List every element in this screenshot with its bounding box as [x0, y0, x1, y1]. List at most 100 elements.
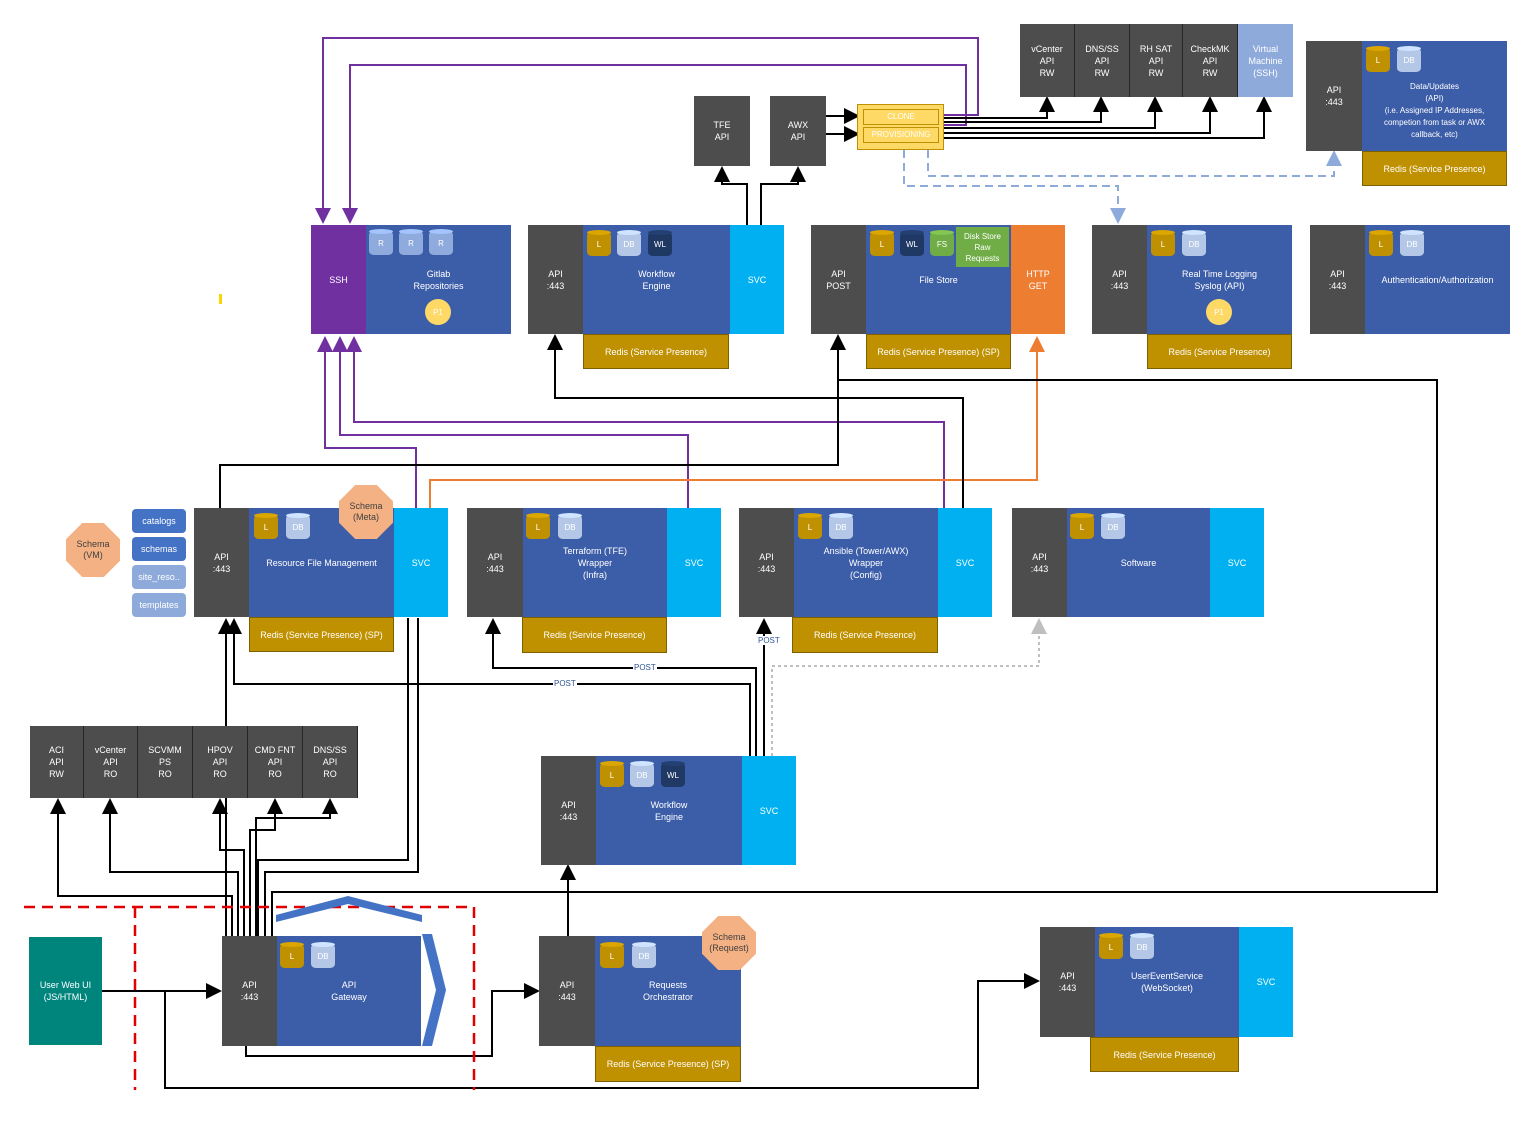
- database-icon: DB: [1101, 515, 1125, 539]
- logging-icon: L: [587, 232, 611, 256]
- worklist-icon: WL: [661, 763, 685, 787]
- filestore-redis: Redis (Service Presence) (SP): [866, 334, 1011, 369]
- logging-icon: L: [1099, 935, 1123, 959]
- flow-line: [102, 798, 239, 936]
- security-boundary: [24, 905, 476, 1090]
- wf-top-svc: SVC: [730, 225, 784, 334]
- software-api: API :443: [1012, 508, 1067, 617]
- ro-api: API :443: [539, 936, 595, 1046]
- scvmm-ro-box: SCVMM PS RO: [138, 726, 193, 798]
- logging-icon: L: [254, 515, 278, 539]
- flow-line: [257, 618, 409, 936]
- ssh-line: [332, 336, 689, 508]
- logging-icon: L: [600, 944, 624, 968]
- data-updates-api: API :443: [1306, 41, 1362, 151]
- schemas-store: schemas: [132, 537, 186, 561]
- schema-request-badge: Schema (Request): [702, 916, 756, 970]
- wf-top-redis: Redis (Service Presence): [583, 334, 729, 369]
- yellow-marker: [219, 294, 222, 304]
- vcenter-ro-box: vCenter API RO: [84, 726, 138, 798]
- filestore-api: API POST: [811, 225, 866, 334]
- wf-mid-svc: SVC: [742, 756, 796, 865]
- virtual-machine-box: Virtual Machine (SSH): [1238, 24, 1293, 97]
- ssh-line: [342, 64, 967, 224]
- database-icon: DB: [617, 232, 641, 256]
- repository-icon: R: [429, 231, 453, 255]
- flow-line: [226, 618, 751, 756]
- flow-line: [547, 334, 964, 508]
- flow-line: [485, 618, 757, 756]
- software-line: [771, 618, 1047, 756]
- flow-line: [212, 798, 245, 936]
- rfm-api: API :443: [194, 508, 249, 617]
- priority-badge: P1: [1206, 299, 1232, 325]
- ues-svc: SVC: [1239, 927, 1293, 1037]
- provisioning-box: PROVISIONING: [863, 127, 939, 143]
- rfm-svc: SVC: [394, 508, 448, 617]
- cmdfnt-ro-box: CMD FNT API RO: [248, 726, 303, 798]
- dnsss-ro-box: DNS/SS API RO: [303, 726, 358, 798]
- flow-line: [50, 798, 233, 936]
- post-label: POST: [757, 636, 781, 645]
- flow-line: [271, 379, 1438, 936]
- ssh-line: [346, 336, 945, 508]
- tfw-redis: Redis (Service Presence): [522, 617, 667, 653]
- site-resources-store: site_reso..: [132, 565, 186, 589]
- logging-icon: L: [600, 763, 624, 787]
- hpov-ro-box: HPOV API RO: [193, 726, 248, 798]
- software-svc: SVC: [1210, 508, 1264, 617]
- flow-line: [944, 96, 1272, 139]
- rtl-api: API :443: [1092, 225, 1147, 334]
- ans-redis: Redis (Service Presence): [792, 617, 938, 653]
- logging-icon: L: [798, 515, 822, 539]
- templates-store: templates: [132, 593, 186, 617]
- clone-box: CLONE: [863, 109, 939, 125]
- checkmk-rw-box: CheckMK API RW: [1183, 24, 1238, 97]
- vcenter-rw-box: vCenter API RW: [1020, 24, 1075, 97]
- rfm-redis: Redis (Service Presence) (SP): [249, 617, 394, 652]
- logging-icon: L: [1369, 232, 1393, 256]
- database-icon: DB: [311, 944, 335, 968]
- worklist-icon: WL: [648, 232, 672, 256]
- gateway-top-arrow: [276, 896, 422, 922]
- tfe-api-box: TFE API: [694, 96, 750, 166]
- rtl-redis: Redis (Service Presence): [1147, 334, 1292, 369]
- database-icon: DB: [1397, 48, 1421, 72]
- database-icon: DB: [558, 515, 582, 539]
- ssh-box: SSH: [311, 225, 366, 334]
- ssh-line: [317, 336, 417, 508]
- database-icon: DB: [632, 944, 656, 968]
- logging-icon: L: [280, 944, 304, 968]
- worklist-icon: WL: [900, 232, 924, 256]
- post-label: POST: [553, 679, 577, 688]
- priority-badge: P1: [425, 299, 451, 325]
- flow-line: [714, 166, 748, 225]
- repository-icon: R: [369, 231, 393, 255]
- ro-redis: Redis (Service Presence) (SP): [595, 1046, 741, 1082]
- database-icon: DB: [630, 763, 654, 787]
- callback-line: [903, 150, 1126, 224]
- ans-svc: SVC: [938, 508, 992, 617]
- flow-line: [249, 798, 283, 936]
- gateway-api: API :443: [222, 936, 277, 1046]
- repository-icon: R: [399, 231, 423, 255]
- filesystem-icon: FS: [930, 232, 954, 256]
- tfw-api: API :443: [467, 508, 523, 617]
- dnsss-rw-box: DNS/SS API RW: [1075, 24, 1130, 97]
- disk-store-box: Disk Store Raw Requests: [956, 227, 1009, 267]
- logging-icon: L: [1366, 48, 1390, 72]
- logging-icon: L: [526, 515, 550, 539]
- schema-meta-badge: Schema (Meta): [339, 485, 393, 539]
- flow-line: [944, 96, 1163, 129]
- flow-line: [944, 96, 1218, 134]
- database-icon: DB: [286, 515, 310, 539]
- wf-top-api: API :443: [528, 225, 583, 334]
- http-line: [429, 336, 1045, 508]
- logging-icon: L: [1070, 515, 1094, 539]
- database-icon: DB: [829, 515, 853, 539]
- flow-line: [245, 983, 540, 1057]
- catalogs-store: catalogs: [132, 509, 186, 533]
- auth-api: API :443: [1310, 225, 1365, 334]
- post-label: POST: [633, 663, 657, 672]
- user-web-ui-box: User Web UI (JS/HTML): [29, 937, 102, 1045]
